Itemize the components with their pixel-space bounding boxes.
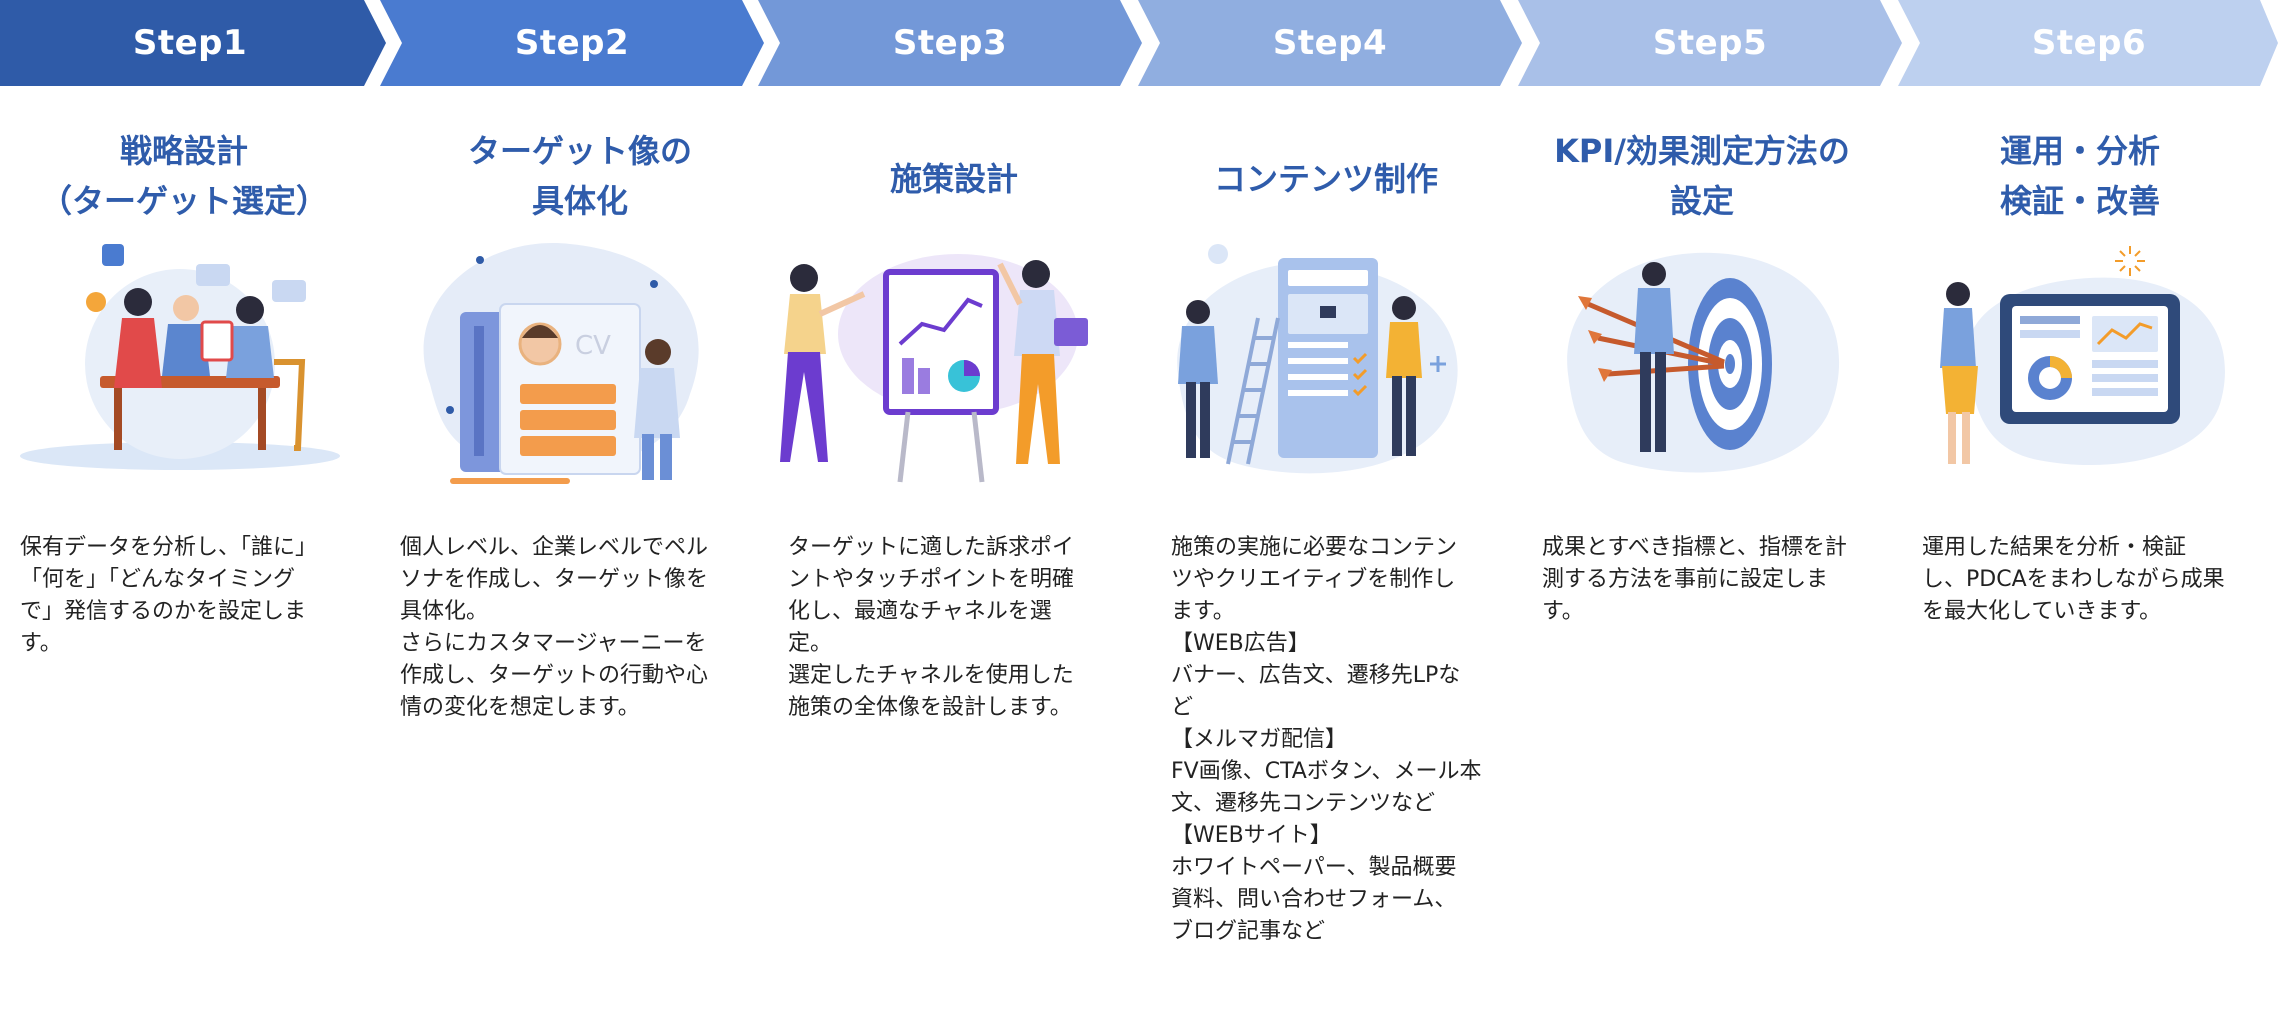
step-column-1: 戦略設計 （ターゲット選定） 保有データを分析し、「誰に」 「何を」「どんなタイ… — [0, 86, 360, 1016]
chevron-icon — [758, 0, 1142, 86]
step-description: 個人レベル、企業レベルでペル ソナを作成し、ターゲット像を 具体化。 さらにカス… — [400, 535, 709, 720]
step-label: Step5 — [1652, 23, 1768, 63]
chevron-icon — [1518, 0, 1902, 86]
step-column-4: コンテンツ制作 — [1138, 86, 1498, 1016]
step-label: Step4 — [1272, 23, 1388, 63]
cv-mark: CV — [575, 331, 611, 361]
step-title: ターゲット像の 具体化 — [467, 132, 692, 220]
step-column-3: 施策設計 ターゲットに適した訴求ポイ ントやタッチポイントを明確 化し、最適なチ… — [758, 86, 1118, 1016]
step-description: 運用した結果を分析・検証 し、PDCAをまわしながら成果 を最大化していきます。 — [1922, 535, 2225, 624]
step-column-6: 運用・分析 検証・改善 — [1898, 86, 2258, 1016]
step-label: Step2 — [514, 23, 630, 63]
step-label: Step6 — [2031, 23, 2147, 63]
step-arrow-3: Step3 — [758, 0, 1142, 86]
step-title: 戦略設計 （ターゲット選定） — [39, 132, 328, 220]
step-description: 施策の実施に必要なコンテン ツやクリエイティブを制作し ます。 【WEB広告】 … — [1171, 535, 1482, 944]
chevron-icon — [380, 0, 764, 86]
step-arrow-5: Step5 — [1518, 0, 1902, 86]
step-arrow-2: Step2 — [380, 0, 764, 86]
step-arrow-1: Step1 — [0, 0, 386, 86]
step-description: 成果とすべき指標と、指標を計 測する方法を事前に設定しま す。 — [1542, 535, 1847, 624]
step-label: Step1 — [132, 23, 248, 63]
team-meeting-icon — [20, 244, 340, 470]
persona-cv-icon: CV — [423, 243, 699, 484]
step-column-5: KPI/効果測定方法の 設定 成果とすべき指標と、指標を計 測する方法を事前に設… — [1518, 86, 1878, 1016]
step-title: 施策設計 — [889, 160, 1018, 198]
step-title: コンテンツ制作 — [1213, 160, 1438, 198]
chevron-icon — [0, 0, 386, 86]
step-arrow-4: Step4 — [1138, 0, 1522, 86]
step-description: 保有データを分析し、「誰に」 「何を」「どんなタイミング で」発信するのかを設定… — [20, 535, 318, 656]
step-title: 運用・分析 検証・改善 — [1999, 132, 2160, 220]
content-building-icon — [1177, 244, 1458, 474]
step-title: KPI/効果測定方法の 設定 — [1554, 132, 1850, 220]
chevron-icon — [1898, 0, 2278, 86]
presentation-board-icon — [780, 254, 1088, 483]
chevron-icon — [1138, 0, 1522, 86]
target-darts-icon — [1567, 252, 1840, 473]
step-column-2: ターゲット像の 具体化 CV 個人レベル、企業レベルでペル ソナを作成し、ターゲ… — [380, 86, 740, 1016]
step-description: ターゲットに適した訴求ポイ ントやタッチポイントを明確 化し、最適なチャネルを選… — [788, 535, 1075, 720]
step-label: Step3 — [892, 23, 1008, 63]
analytics-tablet-icon — [1940, 246, 2225, 466]
step-arrow-6: Step6 — [1898, 0, 2280, 86]
